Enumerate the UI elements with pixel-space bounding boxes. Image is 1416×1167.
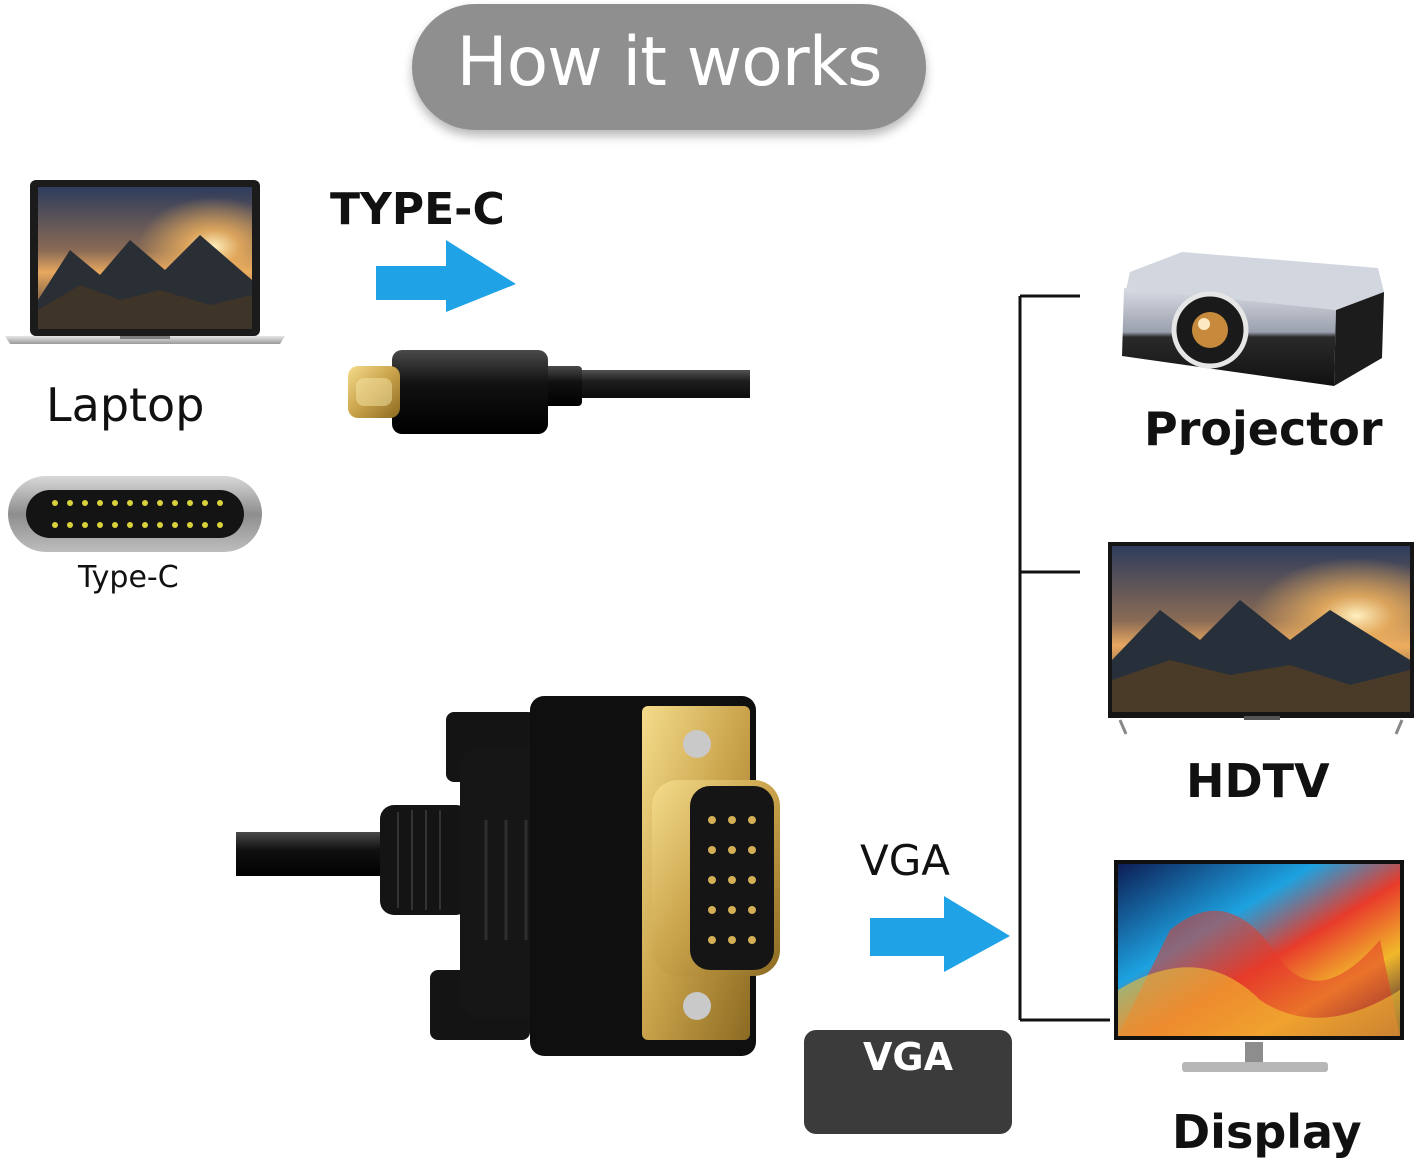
arrow-right-icon <box>870 896 1010 972</box>
display-label: Display <box>1172 1105 1362 1159</box>
distribution-bracket <box>1018 294 1110 1022</box>
hdtv-icon <box>1108 542 1414 735</box>
title-pill <box>412 4 926 130</box>
vga-badge-label: VGA <box>862 1035 953 1079</box>
type-c-port-label: Type-C <box>78 560 179 595</box>
projector-label: Projector <box>1144 402 1383 456</box>
hdtv-label: HDTV <box>1186 754 1330 808</box>
type-c-connector-label: TYPE-C <box>330 184 505 235</box>
vga-badge <box>804 1030 1012 1134</box>
page-title: How it works <box>456 23 882 102</box>
type-c-port-icon <box>8 476 262 552</box>
monitor-icon <box>1114 860 1404 1072</box>
vga-connector-icon <box>236 696 780 1056</box>
laptop-icon <box>5 180 285 344</box>
arrow-right-icon <box>376 240 516 312</box>
laptop-label: Laptop <box>46 378 205 432</box>
type-c-cable-icon <box>348 350 750 434</box>
projector-icon <box>1122 252 1384 386</box>
vga-connector-label: VGA <box>860 836 951 885</box>
